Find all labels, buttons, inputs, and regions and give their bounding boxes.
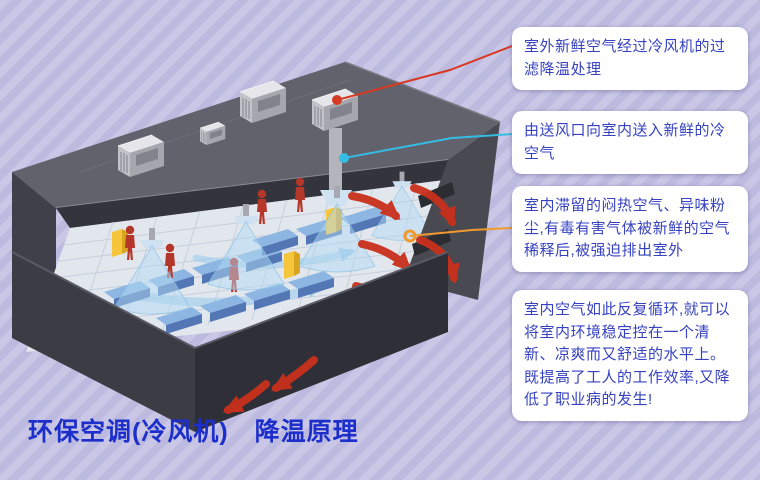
callout-exhaust-air: 室内滞留的闷热空气、异味粉尘,有毒有害气体被新鲜的空气稀释后,被强迫排出室外 (512, 186, 748, 272)
exhaust-arrow (270, 356, 318, 392)
connector-dot-1 (332, 95, 342, 105)
callout-text-3: 室内滞留的闷热空气、异味粉尘,有毒有害气体被新鲜的空气稀释后,被强迫排出室外 (524, 197, 731, 259)
exhaust-arrow (348, 192, 401, 220)
callout-text-1: 室外新鲜空气经过冷风机的过滤降温处理 (524, 38, 726, 78)
exhaust-arrow (222, 380, 270, 414)
connector-line-3 (409, 227, 513, 237)
connector-dot-3 (403, 229, 417, 243)
page-title: 环保空调(冷风机) 降温原理 (28, 418, 359, 446)
exhaust-arrow (358, 240, 413, 273)
wall-top-edge (11, 251, 449, 350)
callout-text-2: 由送风口向室内送入新鲜的冷空气 (524, 122, 726, 162)
callout-text-4: 室内空气如此反复循环,就可以将室内环境稳定控在一个清新、凉爽而又舒适的水平上。既… (524, 301, 731, 408)
connector-line-2 (343, 133, 513, 159)
exhaust-arrows-front (222, 356, 318, 414)
exhaust-arrow (410, 184, 456, 228)
callout-filtered-air: 室外新鲜空气经过冷风机的过滤降温处理 (512, 27, 748, 90)
callout-connectors (332, 45, 513, 243)
front-wall-left (12, 252, 195, 432)
roof-ridge (344, 61, 501, 123)
callout-circulation: 室内空气如此反复循环,就可以将室内环境稳定控在一个清新、凉爽而又舒适的水平上。既… (512, 290, 748, 421)
connector-line-1 (336, 45, 513, 101)
callout-supply-air: 由送风口向室内送入新鲜的冷空气 (512, 111, 748, 174)
connector-dot-2 (339, 153, 349, 163)
